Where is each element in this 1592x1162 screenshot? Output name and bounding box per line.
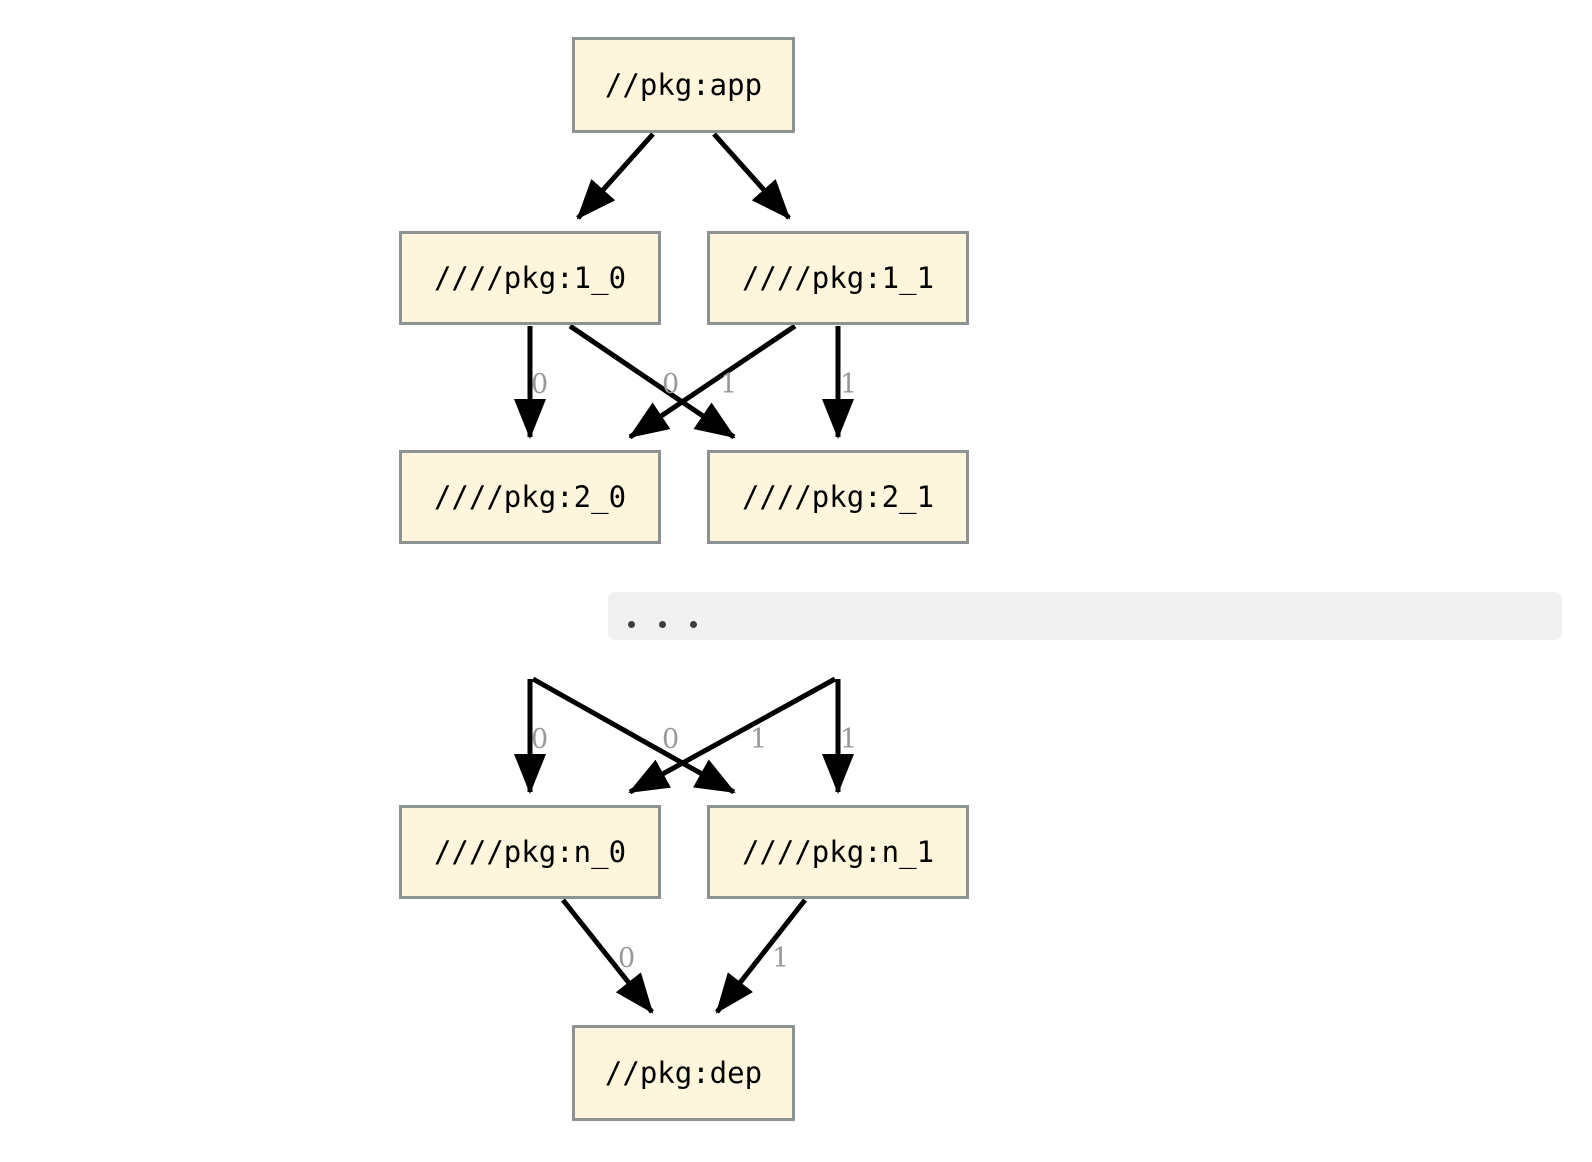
edge-continuation-cross-to-n_1 [531,676,736,795]
edge-label-1_1-2_0: 1 [720,369,738,400]
node-label: ////pkg:n_1 [741,834,935,869]
node-pkg-app[interactable]: //pkg:app [572,37,795,133]
edge-continuation-cross-to-n_0 [628,676,837,795]
ellipsis-dots [628,621,697,628]
node-label: ////pkg:1_0 [433,260,627,295]
ellipsis-dot-3 [690,621,697,628]
edge-label-1_0-2_0: 0 [531,369,549,400]
edge-n_1-to-dep [715,898,807,1014]
ellipsis-continuation-band [608,592,1562,640]
node-pkg-1_1[interactable]: ////pkg:1_1 [707,231,969,325]
node-pkg-n_1[interactable]: ////pkg:n_1 [707,805,969,899]
node-pkg-2_0[interactable]: ////pkg:2_0 [399,450,661,544]
node-label: ////pkg:n_0 [433,834,627,869]
node-pkg-dep[interactable]: //pkg:dep [572,1025,795,1121]
edge-label-continuation-cross-n_1: 0 [662,724,680,755]
node-label: //pkg:app [604,67,763,102]
ellipsis-dot-1 [628,621,635,628]
node-label: ////pkg:1_1 [741,260,935,295]
edge-label-continuation-n_0: 0 [531,724,549,755]
edge-1_1-to-2_0 [628,323,797,440]
edge-app-to-1_1 [712,132,791,220]
node-pkg-2_1[interactable]: ////pkg:2_1 [707,450,969,544]
ellipsis-dot-2 [659,621,666,628]
edge-label-n_0-dep: 0 [618,943,636,974]
edge-label-n_1-dep: 1 [772,943,790,974]
edge-n_0-to-dep [561,898,654,1014]
edge-label-continuation-n_1: 1 [840,724,858,755]
node-pkg-n_0[interactable]: ////pkg:n_0 [399,805,661,899]
node-label: //pkg:dep [604,1055,763,1090]
node-label: ////pkg:2_0 [433,479,627,514]
edge-1_0-to-2_1 [568,323,736,440]
edge-label-1_0-2_1: 0 [662,369,680,400]
edge-app-to-1_0 [576,132,655,220]
edge-label-continuation-cross-n_0: 1 [750,724,768,755]
edge-label-1_1-2_1: 1 [840,369,858,400]
node-pkg-1_0[interactable]: ////pkg:1_0 [399,231,661,325]
node-label: ////pkg:2_1 [741,479,935,514]
